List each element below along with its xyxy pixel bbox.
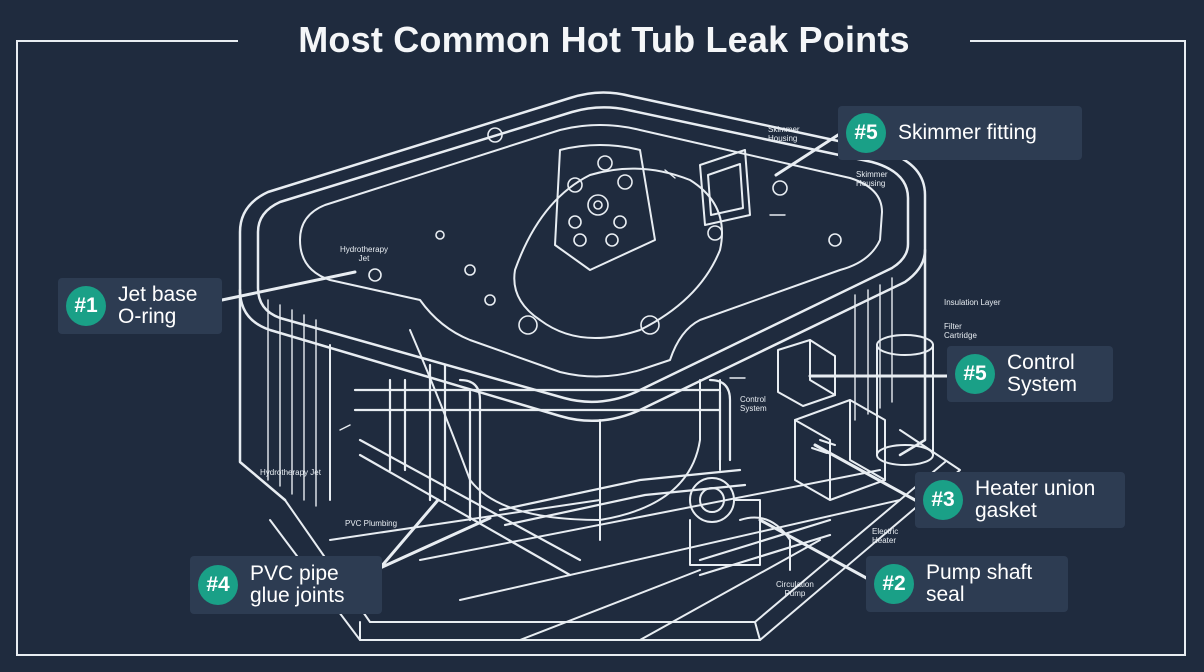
callout-jet-base-o-ring: #1 Jet base O-ring xyxy=(58,278,222,334)
circulation-pump xyxy=(689,477,791,571)
component-label-circulation-pump: Circulation Pump xyxy=(776,580,814,598)
component-label-control-system: Control System xyxy=(740,395,767,413)
component-label-insulation-layer: Insulation Layer xyxy=(944,298,1001,307)
callout-label: Jet base O-ring xyxy=(118,283,198,328)
tub-shell xyxy=(238,91,927,502)
pvc-plumbing xyxy=(353,363,832,577)
callout-pump-shaft-seal: #2 Pump shaft seal xyxy=(866,556,1068,612)
component-label-hydrotherapy-jet-2: Hydrotherapy Jet xyxy=(260,468,321,477)
jets xyxy=(368,127,842,335)
callout-pointers xyxy=(220,133,949,582)
component-label-electric-heater: Electric Heater xyxy=(872,527,899,545)
callout-skimmer-fitting: #5 Skimmer fitting xyxy=(838,106,1082,160)
callout-badge: #3 xyxy=(923,480,963,520)
callout-label: PVC pipe glue joints xyxy=(250,562,345,607)
outer-frame xyxy=(16,40,1186,656)
component-label-hydrotherapy-jet: Hydrotherapy Jet xyxy=(340,245,389,263)
callout-badge: #4 xyxy=(198,565,238,605)
callout-label: Control System xyxy=(1007,351,1078,396)
cabinet-panels xyxy=(267,277,893,507)
callout-badge: #1 xyxy=(66,286,106,326)
callout-badge: #5 xyxy=(955,354,995,394)
callout-heater-union-gasket: #3 Heater union gasket xyxy=(915,472,1125,528)
callout-badge: #2 xyxy=(874,564,914,604)
callout-badge: #5 xyxy=(846,113,886,153)
filter-cartridge xyxy=(876,334,934,466)
component-label-pvc-plumbing: PVC Plumbing xyxy=(345,519,398,528)
callout-label: Skimmer fitting xyxy=(898,121,1037,144)
flow-arrows xyxy=(339,169,786,431)
frame-top-left-rule xyxy=(16,40,238,42)
callout-label: Heater union gasket xyxy=(975,477,1096,522)
callout-pvc-pipe-glue-joints: #4 PVC pipe glue joints xyxy=(190,556,382,614)
electric-heater xyxy=(794,399,886,501)
component-label-skimmer-housing-2: Skimmer Housing xyxy=(856,170,888,188)
frame-top-right-rule xyxy=(970,40,1186,42)
callout-control-system: #5 Control System xyxy=(947,346,1113,402)
control-box xyxy=(777,339,836,407)
component-label-skimmer-housing: Skimmer Housing xyxy=(768,125,800,143)
skimmer-housing xyxy=(699,149,751,226)
page-title: Most Common Hot Tub Leak Points xyxy=(298,19,910,60)
component-label-filter-cartridge: Filter Cartridge xyxy=(944,322,977,340)
callout-label: Pump shaft seal xyxy=(926,561,1033,606)
tub-interior xyxy=(299,124,883,541)
